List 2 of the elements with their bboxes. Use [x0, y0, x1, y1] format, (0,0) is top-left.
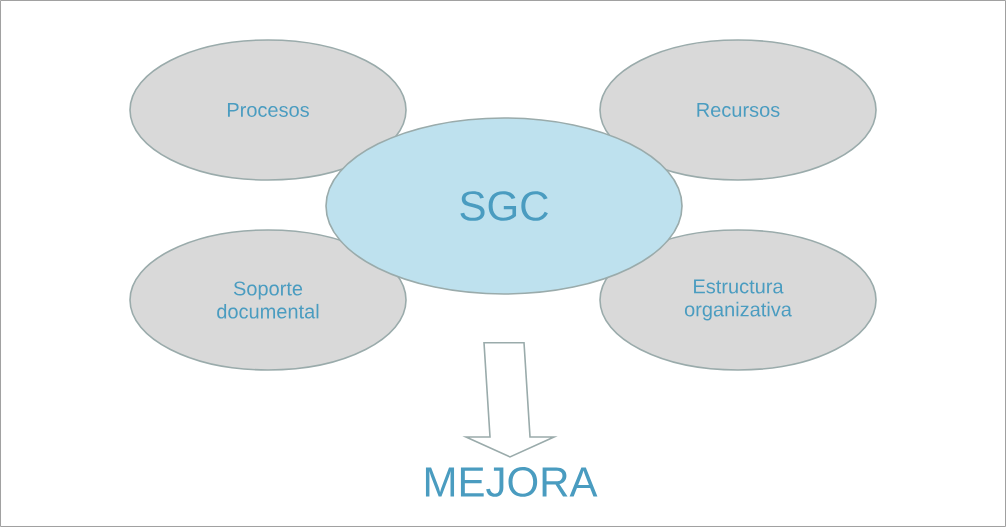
- result-text: MEJORA: [425, 467, 598, 497]
- block-arrow: [462, 342, 558, 458]
